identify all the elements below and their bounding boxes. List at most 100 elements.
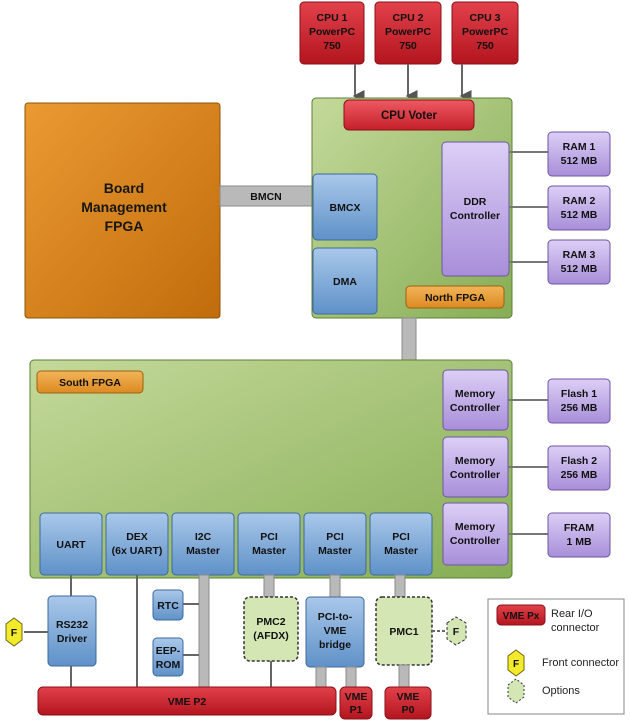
svg-text:South FPGA: South FPGA xyxy=(59,377,121,389)
vme-p1-connector: VME P1 xyxy=(339,686,373,720)
ram-1-block: RAM 1 512 MB xyxy=(547,131,611,177)
front-connector-icon: F xyxy=(5,617,23,647)
board-management-fpga: Board Management FPGA xyxy=(24,102,221,319)
svg-text:512 MB: 512 MB xyxy=(561,209,598,221)
svg-text:bridge: bridge xyxy=(319,639,351,651)
svg-text:(AFDX): (AFDX) xyxy=(253,630,289,642)
pmc2-afdx-option: PMC2 (AFDX) xyxy=(243,596,299,662)
cpu-1-block: CPU 1 PowerPC 750 xyxy=(299,1,365,65)
svg-text:CPU 3: CPU 3 xyxy=(470,12,501,24)
legend-rear-io-label: Rear I/O xyxy=(551,608,593,620)
svg-text:FPGA: FPGA xyxy=(105,218,144,234)
svg-text:256 MB: 256 MB xyxy=(561,402,598,414)
svg-text:Controller: Controller xyxy=(450,210,500,222)
svg-text:VME: VME xyxy=(324,625,347,637)
ram-2-block: RAM 2 512 MB xyxy=(547,185,611,231)
bmcn-link: BMCN xyxy=(219,185,313,207)
legend-front-connector-label: Front connector xyxy=(542,657,619,669)
svg-text:P1: P1 xyxy=(350,704,363,716)
ram-3-block: RAM 3 512 MB xyxy=(547,239,611,285)
svg-text:PCI-to-: PCI-to- xyxy=(318,611,353,623)
svg-text:512 MB: 512 MB xyxy=(561,263,598,275)
svg-text:DDR: DDR xyxy=(464,196,487,208)
pci-master-3-block: PCI Master xyxy=(369,512,433,576)
svg-text:FRAM: FRAM xyxy=(564,522,595,534)
i2c-bus xyxy=(183,574,210,688)
legend-options-icon xyxy=(507,678,525,704)
svg-text:North FPGA: North FPGA xyxy=(425,292,485,304)
svg-text:Memory: Memory xyxy=(455,521,495,533)
svg-text:RAM 1: RAM 1 xyxy=(563,141,596,153)
svg-text:512 MB: 512 MB xyxy=(561,155,598,167)
vme-p0-connector: VME P0 xyxy=(384,686,432,720)
i2c-master-block: I2C Master xyxy=(171,512,235,576)
svg-text:ROM: ROM xyxy=(156,659,181,671)
svg-text:DMA: DMA xyxy=(333,276,357,288)
svg-text:1 MB: 1 MB xyxy=(566,536,592,548)
svg-text:750: 750 xyxy=(399,40,417,52)
pmc1-option: PMC1 xyxy=(375,596,433,666)
svg-text:CPU 2: CPU 2 xyxy=(393,12,424,24)
svg-text:Driver: Driver xyxy=(57,633,87,645)
vme-p2-connector: VME P2 xyxy=(37,686,337,716)
svg-text:RS232: RS232 xyxy=(56,619,88,631)
svg-text:F: F xyxy=(453,626,460,638)
svg-text:Master: Master xyxy=(384,545,418,557)
svg-text:(6x UART): (6x UART) xyxy=(112,545,163,557)
cpu-voter: CPU Voter xyxy=(343,99,475,131)
legend-options-label: Options xyxy=(542,685,580,697)
svg-text:I2C: I2C xyxy=(195,531,212,543)
svg-text:256 MB: 256 MB xyxy=(561,469,598,481)
memory-controller-1: Memory Controller xyxy=(442,369,509,431)
cpu-to-voter-arrows xyxy=(352,64,472,102)
svg-text:F: F xyxy=(513,659,519,670)
flash-2-block: Flash 2 256 MB xyxy=(547,445,611,491)
pmc1-front-connector-icon: F xyxy=(446,616,467,646)
pci-to-vme-bridge: PCI-to- VME bridge xyxy=(305,596,365,668)
svg-text:CPU 1: CPU 1 xyxy=(317,12,348,24)
eeprom-block: EEP- ROM xyxy=(152,637,184,677)
svg-text:CPU Voter: CPU Voter xyxy=(381,110,438,122)
svg-text:Master: Master xyxy=(252,545,286,557)
svg-text:PowerPC: PowerPC xyxy=(385,26,432,38)
svg-text:VME: VME xyxy=(345,691,368,703)
svg-text:PMC2: PMC2 xyxy=(256,616,285,628)
dex-block: DEX (6x UART) xyxy=(105,512,169,576)
svg-text:DEX: DEX xyxy=(126,531,148,543)
svg-text:Flash 2: Flash 2 xyxy=(561,455,597,467)
svg-text:PCI: PCI xyxy=(326,531,344,543)
rs232-driver: RS232 Driver xyxy=(47,595,97,667)
south-fpga-label: South FPGA xyxy=(36,370,144,394)
cpu-2-block: CPU 2 PowerPC 750 xyxy=(374,1,442,65)
svg-text:VME: VME xyxy=(397,691,420,703)
svg-text:Master: Master xyxy=(318,545,352,557)
uart-block: UART xyxy=(39,512,103,576)
legend-rear-io-label-2: connector xyxy=(551,622,600,634)
flash-1-block: Flash 1 256 MB xyxy=(547,378,611,424)
svg-text:Controller: Controller xyxy=(450,469,500,481)
rtc-block: RTC xyxy=(152,589,184,621)
svg-text:RAM 3: RAM 3 xyxy=(563,249,596,261)
svg-text:VME Px: VME Px xyxy=(503,611,540,622)
svg-text:PCI: PCI xyxy=(260,531,278,543)
pci-master-2-block: PCI Master xyxy=(303,512,367,576)
svg-text:PCI: PCI xyxy=(392,531,410,543)
svg-text:EEP-: EEP- xyxy=(156,645,181,657)
north-south-link xyxy=(401,317,417,361)
svg-text:750: 750 xyxy=(476,40,494,52)
svg-text:Memory: Memory xyxy=(455,388,495,400)
svg-text:Master: Master xyxy=(186,545,220,557)
svg-text:Flash 1: Flash 1 xyxy=(561,388,597,400)
memory-controller-3: Memory Controller xyxy=(442,502,509,566)
legend-front-connector-icon: F xyxy=(507,649,525,677)
svg-text:RAM 2: RAM 2 xyxy=(563,195,596,207)
dma-block: DMA xyxy=(312,247,378,315)
cpu-3-block: CPU 3 PowerPC 750 xyxy=(451,1,519,65)
svg-text:PowerPC: PowerPC xyxy=(462,26,509,38)
svg-text:P0: P0 xyxy=(402,704,415,716)
pci-master-1-block: PCI Master xyxy=(237,512,301,576)
svg-text:Management: Management xyxy=(81,199,167,215)
memory-controller-2: Memory Controller xyxy=(442,436,509,498)
svg-text:Controller: Controller xyxy=(450,535,500,547)
